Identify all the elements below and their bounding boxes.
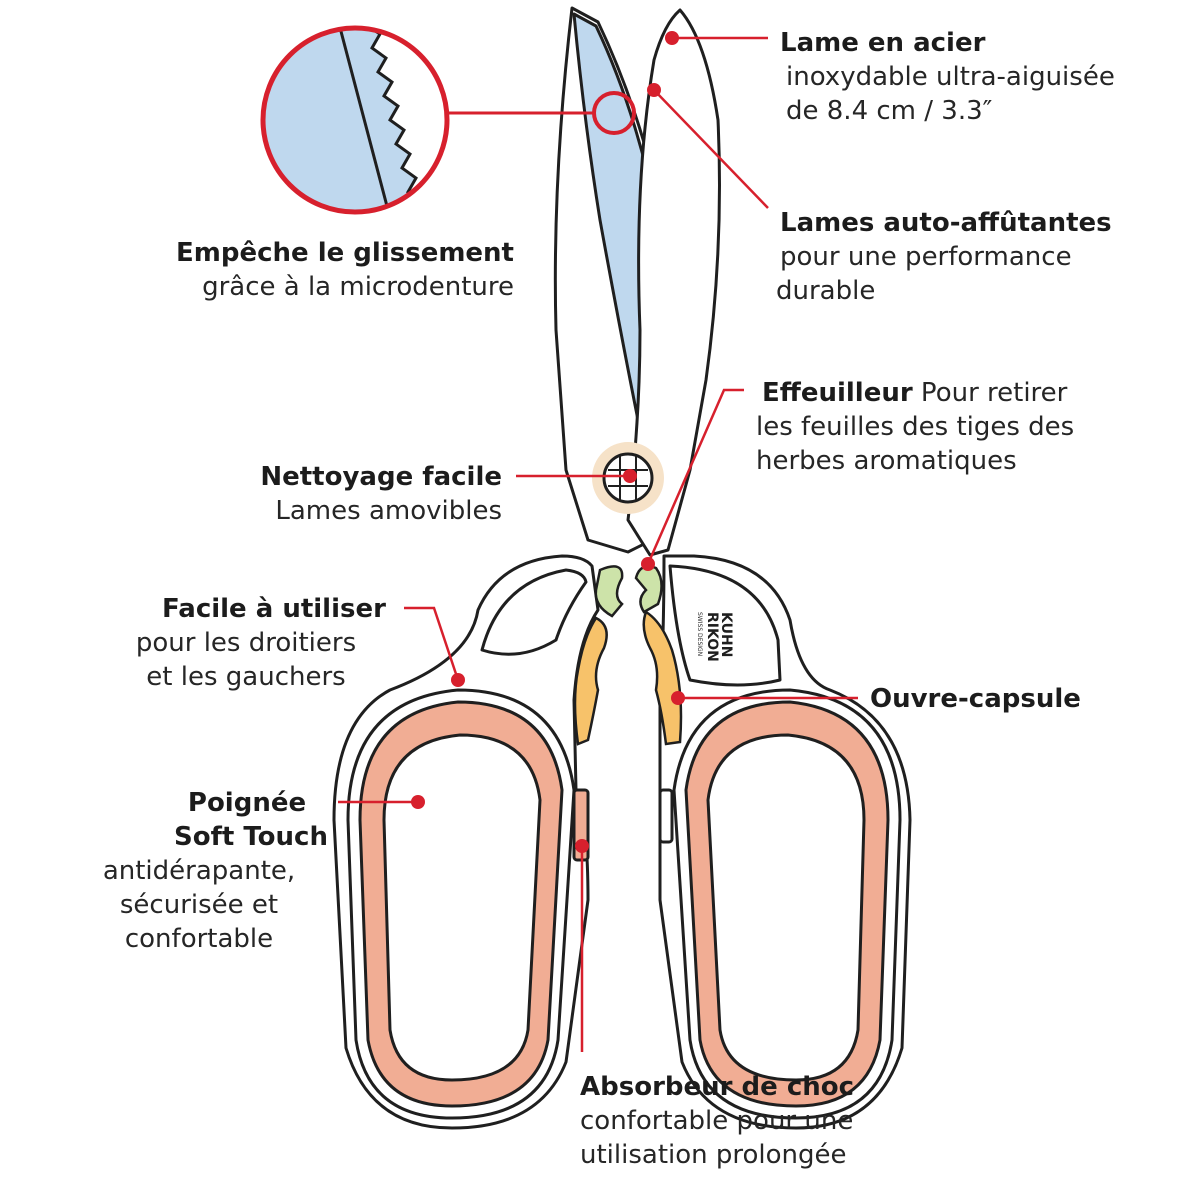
dot-lame xyxy=(665,31,679,45)
callout-auto: Lames auto-affûtantes pour une performan… xyxy=(776,206,1112,308)
callout-absorbeur-title: Absorbeur de choc xyxy=(580,1072,855,1102)
leader-facile xyxy=(404,606,460,681)
callout-poignee-title1: Poignée xyxy=(187,788,307,818)
callout-ouvre: Ouvre-capsule xyxy=(870,682,1081,716)
leader-effeuilleur xyxy=(646,388,744,565)
dot-poignee xyxy=(411,795,425,809)
callout-absorbeur-line2: confortable pour une xyxy=(580,1106,854,1136)
callout-nettoyage: Nettoyage facile Lames amovibles xyxy=(230,460,502,528)
right-grip-hole xyxy=(706,733,866,1082)
leader-dots xyxy=(411,31,685,853)
callout-facile-line2: pour les droitiers xyxy=(135,628,357,658)
brand-tagline: SWISS DESIGN xyxy=(696,612,703,656)
dot-auto xyxy=(647,83,661,97)
callout-facile-title: Facile à utiliser xyxy=(162,594,386,624)
callout-absorbeur-line3: utilisation prolongée xyxy=(580,1140,847,1170)
dot-absorbeur xyxy=(575,839,589,853)
callout-effeuilleur-line2: les feuilles des tiges des xyxy=(756,412,1075,442)
callout-lame-title: Lame en acier xyxy=(780,28,986,58)
callout-poignee: Poignée Soft Touch antidérapante, sécuri… xyxy=(90,786,328,956)
dot-ouvre xyxy=(671,691,685,705)
herb-stripper xyxy=(594,565,663,618)
callout-effeuilleur: Effeuilleur Pour retirer les feuilles de… xyxy=(756,376,1074,478)
callout-effeuilleur-title: Effeuilleur xyxy=(762,378,913,408)
callout-poignee-line5: confortable xyxy=(124,924,274,954)
callout-glissement-title: Empêche le glissement xyxy=(176,238,514,268)
left-grip-hole xyxy=(382,733,542,1082)
callout-nettoyage-title: Nettoyage facile xyxy=(260,462,502,492)
callout-poignee-line4: sécurisée et xyxy=(119,890,279,920)
brand-logo: KUHN RIKON SWISS DESIGN xyxy=(696,612,734,662)
leader-auto xyxy=(653,89,769,209)
callout-lame-line3: de 8.4 cm / 3.3″ xyxy=(786,96,993,126)
left-handle xyxy=(332,554,600,1130)
callout-lame: Lame en acier inoxydable ultra-aiguisée … xyxy=(780,26,1115,128)
callout-facile: Facile à utiliser pour les droitiers et … xyxy=(96,592,396,694)
callout-effeuilleur-line3: herbes aromatiques xyxy=(756,446,1017,476)
callout-glissement: Empêche le glissement grâce à la microde… xyxy=(150,236,514,304)
callout-ouvre-title: Ouvre-capsule xyxy=(870,684,1081,714)
brand-line2: RIKON xyxy=(704,612,720,662)
callout-nettoyage-line2: Lames amovibles xyxy=(275,496,502,526)
callout-absorbeur: Absorbeur de choc confortable pour une u… xyxy=(580,1070,854,1172)
callout-auto-line3: durable xyxy=(776,276,876,306)
callout-facile-line3: et les gauchers xyxy=(146,662,346,692)
callout-auto-title: Lames auto-affûtantes xyxy=(780,208,1112,238)
dot-effeuilleur xyxy=(641,557,655,571)
brand-line1: KUHN xyxy=(718,612,734,657)
callout-glissement-line2: grâce à la microdenture xyxy=(202,272,514,302)
callout-effeuilleur-title-rest: Pour retirer xyxy=(912,378,1068,408)
bottle-opener xyxy=(573,610,683,746)
callout-auto-line2: pour une performance xyxy=(780,242,1072,272)
dot-nettoyage xyxy=(623,469,637,483)
dot-facile xyxy=(451,673,465,687)
callout-poignee-line3: antidérapante, xyxy=(102,856,296,886)
callout-lame-line2: inoxydable ultra-aiguisée xyxy=(786,62,1115,92)
callout-poignee-title2: Soft Touch xyxy=(174,822,328,852)
leader-lines xyxy=(338,36,858,1052)
